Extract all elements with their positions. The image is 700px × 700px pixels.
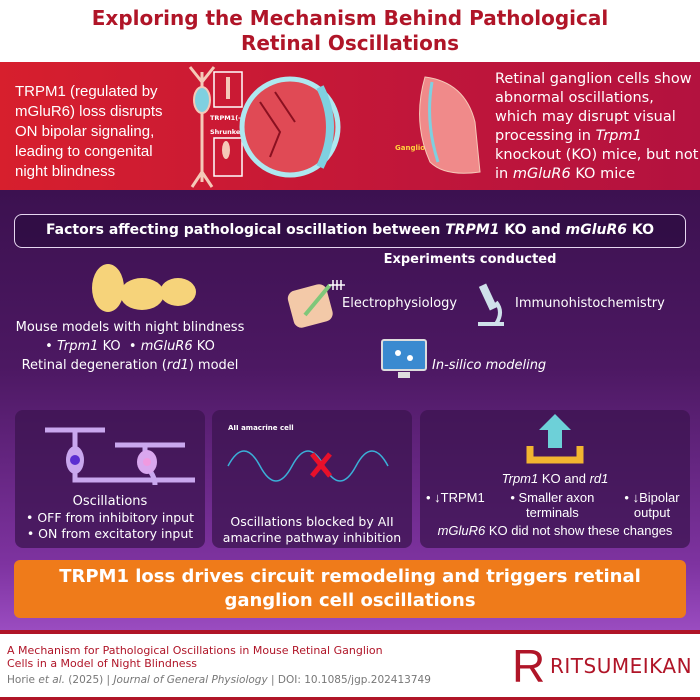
electrophysiology-label: Electrophysiology	[342, 296, 458, 311]
factors-banner: Factors affecting pathological oscillati…	[14, 214, 686, 248]
svg-text:Ganglion cell: Ganglion cell	[395, 144, 446, 152]
neuron-circuit-icon	[45, 427, 195, 486]
bipolar-cell-icon	[188, 66, 216, 188]
retina-illustration: TRPM1(-) Shrunken Ganglion cell	[188, 66, 481, 188]
page-title: Exploring the Mechanism Behind Pathologi…	[91, 6, 609, 55]
microscope-icon	[478, 283, 504, 326]
mouse-icon	[92, 264, 196, 312]
blocked-x-icon	[310, 452, 332, 478]
retina-layer-icon	[419, 76, 481, 174]
intro-right-text: Retinal ganglion cells show abnormal osc…	[495, 71, 699, 182]
ritsumeikan-logo-r: R	[512, 640, 546, 692]
citation: Horie et al. (2025) | Journal of General…	[7, 674, 431, 686]
eye-icon	[239, 76, 341, 178]
conclusion-banner: TRPM1 loss drives circuit remodeling and…	[14, 560, 686, 618]
card-oscillations: Oscillations • OFF from inhibitory input…	[15, 410, 205, 548]
immunohistochemistry-label: Immunohistochemistry	[515, 296, 665, 311]
electrophysiology-icon	[287, 280, 345, 328]
intro-band: TRPM1(-) Shrunken Ganglion cell TRPM1 (r…	[0, 62, 700, 190]
svg-text:Shrunken: Shrunken	[210, 128, 245, 136]
computer-model-icon	[381, 339, 427, 378]
in-silico-label: In-silico modeling	[432, 358, 547, 373]
main-section: Factors affecting pathological oscillati…	[0, 190, 700, 630]
upload-arrow-icon	[526, 414, 584, 464]
footer: A Mechanism for Pathological Oscillation…	[0, 630, 700, 700]
mouse-models: Mouse models with night blindness • Trpm…	[15, 320, 245, 373]
oscillation-wave-icon	[227, 450, 389, 482]
ritsumeikan-logo: RITSUMEIKAN	[550, 654, 693, 678]
svg-text:TRPM1(-): TRPM1(-)	[210, 114, 244, 122]
card-aii-amacrine: AII amacrine cell Oscillations blocked b…	[212, 410, 412, 548]
paper-title: A Mechanism for Pathological Oscillation…	[7, 644, 383, 670]
intro-left-text: TRPM1 (regulated by mGluR6) loss disrupt…	[15, 83, 163, 180]
card-trpm1-rd1: Trpm1 KO and rd1 • ↓TRPM1• Smaller axon …	[420, 410, 690, 548]
experiments-heading: Experiments conducted	[383, 252, 557, 267]
